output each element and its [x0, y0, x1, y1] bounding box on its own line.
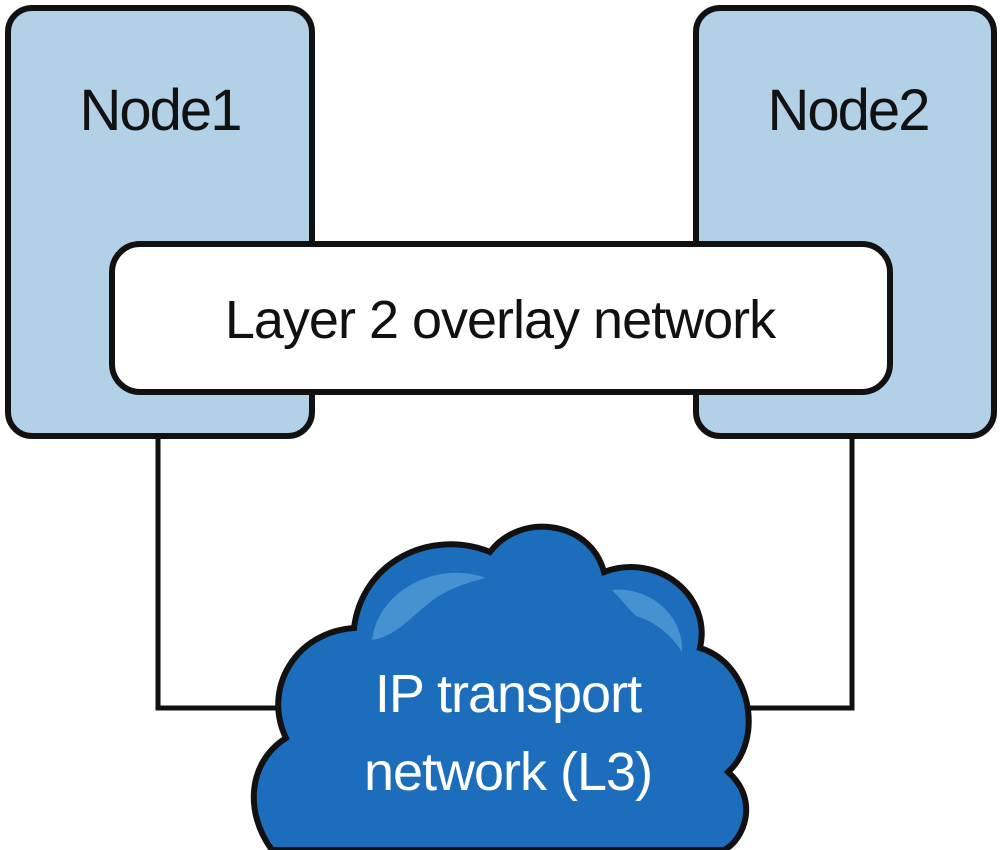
node1-to-transport-line [155, 436, 300, 711]
cloud-shape [250, 523, 752, 850]
node2-to-transport-line [712, 436, 855, 711]
node2-label: Node2 [768, 78, 929, 143]
overlay-network-box: Layer 2 overlay network [109, 241, 893, 395]
transport-label-line2: network (L3) [364, 742, 652, 802]
node1-label: Node1 [80, 78, 241, 143]
cloud-highlight [372, 572, 486, 640]
transport-cloud: IP transport network (L3) [250, 523, 752, 850]
connector-lines [155, 436, 855, 711]
cloud-highlight-right [612, 589, 683, 652]
overlay-network-rect [109, 241, 893, 395]
overlay-network-label: Layer 2 overlay network [225, 290, 777, 350]
transport-label-line1: IP transport [375, 664, 642, 724]
